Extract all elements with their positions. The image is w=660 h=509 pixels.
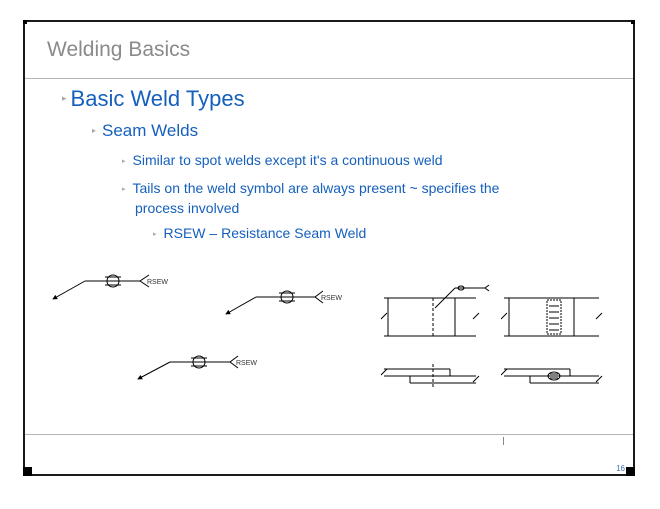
bullet-level1-text: Basic Weld Types (70, 86, 245, 111)
bullet-level3-text: Similar to spot welds except it's a cont… (132, 152, 443, 168)
bullet-marker-icon: ▸ (153, 231, 157, 238)
bullet-level3-first: ▸ Similar to spot welds except it's a con… (122, 152, 443, 168)
lap-joint-section-right (500, 368, 603, 384)
seam-weld-symbol-icon (280, 290, 294, 304)
frame-corner-bottom-left (23, 467, 32, 476)
slide: Welding Basics ▸Basic Weld Types ▸Seam W… (23, 20, 635, 476)
seam-weld-symbol-icon (192, 355, 206, 369)
bullet-marker-icon: ▸ (62, 93, 67, 103)
bullet-marker-icon: ▸ (122, 186, 126, 193)
frame-corner-bottom-right (626, 467, 635, 476)
joint-plan-view-left (380, 284, 490, 337)
weld-tail-label: RSEW (147, 279, 168, 286)
weld-tail-label: RSEW (236, 360, 257, 367)
weld-symbol-2: RSEW (225, 290, 342, 315)
bullet-level3-text-continued: process involved (135, 200, 240, 216)
bullet-level2-text: Seam Welds (102, 121, 199, 140)
frame-corner-top-left (23, 20, 27, 24)
bullet-marker-icon: ▸ (92, 126, 97, 135)
weld-symbol-1: RSEW (52, 274, 168, 300)
bullet-level2: ▸ Seam Welds (92, 121, 198, 141)
bullet-level1: ▸Basic Weld Types (62, 86, 245, 112)
footer-tick-mark (503, 437, 504, 445)
seam-weld-symbol-icon (106, 274, 120, 288)
bullet-level4-text: RSEW – Resistance Seam Weld (163, 225, 367, 241)
title-divider (25, 78, 633, 79)
bullet-level4: ▸ RSEW – Resistance Seam Weld (153, 225, 366, 241)
footer-divider (25, 434, 633, 435)
bullet-level3-second: ▸ Tails on the weld symbol are always pre… (122, 179, 592, 218)
weld-diagrams: RSEW RSEW RSEW (52, 274, 603, 388)
slide-title: Welding Basics (47, 38, 191, 61)
page-number: 16 (616, 464, 625, 473)
weld-symbol-3: RSEW (137, 355, 257, 380)
bullet-level3-text: Tails on the weld symbol are always pres… (132, 180, 500, 196)
weld-tail-label: RSEW (321, 295, 342, 302)
frame-corner-top-right (631, 20, 635, 24)
lap-joint-section-left (380, 364, 480, 388)
joint-plan-view-right (500, 297, 603, 337)
bullet-marker-icon: ▸ (122, 158, 126, 165)
